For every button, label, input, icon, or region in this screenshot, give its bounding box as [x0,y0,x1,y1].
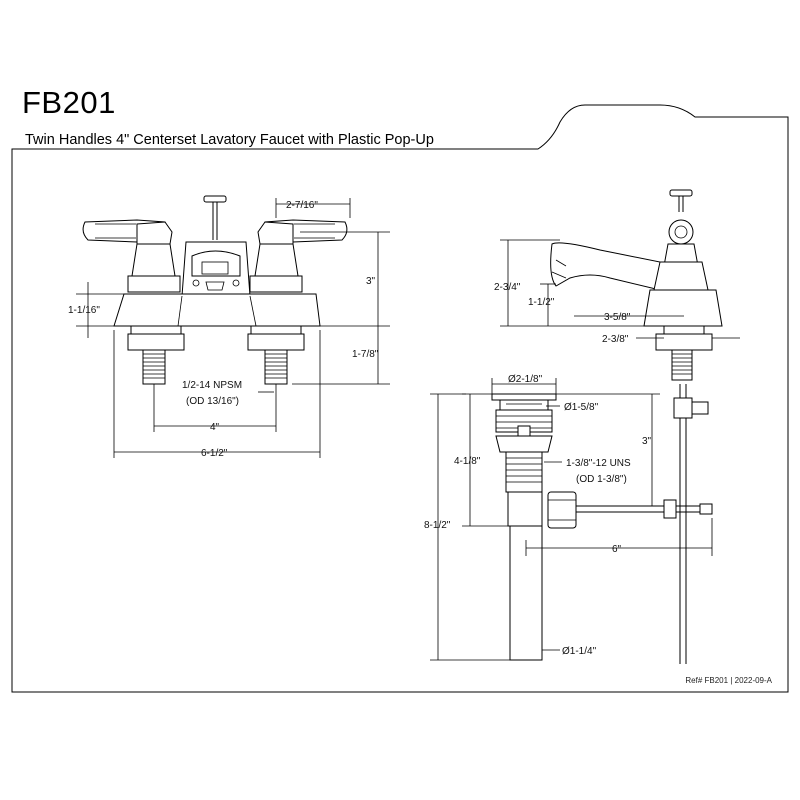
front-dim-centers: 4" [210,422,220,433]
sheet-border [11,104,789,693]
side-dim-spout-reach: 3-5/8" [604,312,631,323]
front-dim-overall-width: 6-1/2" [201,448,228,459]
front-dim-thread-spec: 1/2-14 NPSM [182,380,242,391]
drain-dim-overall-height: 8-1/2" [424,520,451,531]
reference-number: Ref# FB201 [685,676,729,685]
side-view-faucet [550,189,723,381]
drain-dim-tailpiece-diameter: Ø1-1/4" [562,646,597,657]
drain-dimension-lines [430,378,713,661]
front-dim-spread: 2-7/16" [286,200,318,211]
reference-separator: | [730,676,733,685]
drain-dim-flange-diameter: Ø2-1/8" [508,374,543,385]
reference-footer: Ref# FB201 | 2022-09-A [685,676,772,685]
drain-dim-stopper-diameter: Ø1-5/8" [564,402,599,413]
product-description: Twin Handles 4" Centerset Lavatory Fauce… [25,132,434,148]
side-dim-base-depth: 2-3/8" [602,334,629,345]
front-dim-base-height: 1-1/16" [68,305,100,316]
drain-dim-rod-height: 3" [642,436,652,447]
front-dim-height: 3" [366,276,376,287]
side-dim-spout-height: 1-1/2" [528,297,555,308]
drain-dim-thread-od: (OD 1-3/8") [576,474,627,485]
revision-date: 2022-09-A [734,676,772,685]
front-view-faucet [82,195,348,385]
side-dim-overall-height: 2-3/4" [494,282,521,293]
front-view-dimension-lines [76,198,390,458]
drain-assembly [491,384,713,664]
front-dim-thread-od: (OD 13/16") [186,396,239,407]
drain-dim-thread-spec: 1-3/8"-12 UNS [566,458,631,469]
side-view-dimension-lines [500,239,740,339]
front-dim-shank-length: 1-7/8" [352,349,379,360]
model-number: FB201 [22,85,116,120]
drain-dim-rod-length: 6" [612,544,622,555]
drain-dim-body-height: 4-1/8" [454,456,481,467]
